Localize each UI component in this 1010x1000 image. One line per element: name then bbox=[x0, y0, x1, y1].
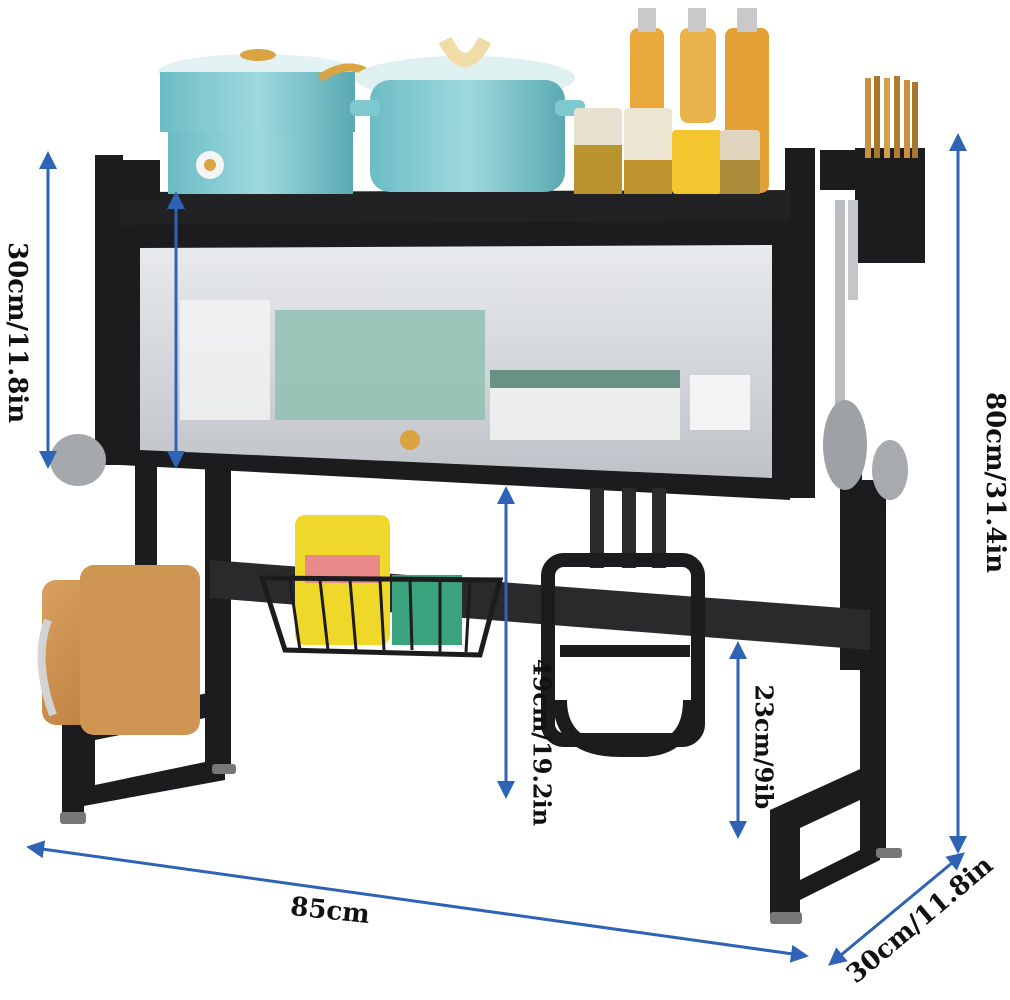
arrow-depth-30 bbox=[828, 852, 965, 966]
utensil-holder bbox=[855, 148, 925, 263]
oil-bottles bbox=[630, 8, 769, 193]
skimmer-left bbox=[50, 434, 106, 486]
label-height-total: 80cm/31.4in bbox=[980, 392, 1010, 574]
pot-small bbox=[158, 49, 375, 194]
label-height-clearance: 49cm/19.2in bbox=[527, 658, 557, 827]
door-knob bbox=[400, 430, 420, 450]
label-height-holder: 23cm/9ib bbox=[749, 684, 779, 810]
dimension-arrows bbox=[26, 133, 967, 966]
spice-jars bbox=[574, 108, 760, 194]
cutting-boards bbox=[37, 565, 200, 735]
label-height-top-shelf: 30cm/11.8in bbox=[2, 242, 32, 424]
knife-holder bbox=[541, 488, 705, 757]
arrow-width-85 bbox=[26, 840, 809, 963]
chopsticks bbox=[865, 76, 918, 158]
hanging-spatulas bbox=[823, 200, 908, 500]
pot-large bbox=[350, 36, 585, 192]
sponge-basket bbox=[258, 515, 504, 658]
plates bbox=[180, 300, 750, 440]
upper-cabinet bbox=[95, 148, 925, 500]
